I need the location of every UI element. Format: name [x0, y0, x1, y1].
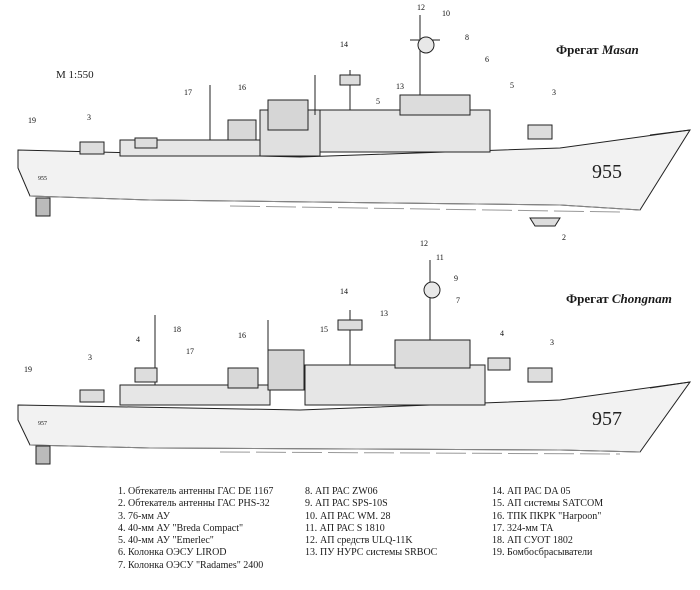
ship2-callout-4b: 4 — [136, 335, 140, 344]
ship1-radar-dome — [417, 36, 435, 54]
ship1-callout-3a: 3 — [552, 88, 556, 97]
ship1-harpoon — [227, 119, 257, 141]
ship2-bridge — [394, 339, 471, 369]
ship2-fwd-gun — [527, 367, 553, 383]
legend-item-11: 11. АП РАС S 1810 — [305, 522, 385, 534]
legend-item-13: 13. ПУ НУРС системы SRBOC — [305, 547, 438, 559]
ship1-callout-6: 6 — [485, 55, 489, 64]
ship1-bridge — [399, 94, 471, 116]
legend-item-16: 16. ТПК ПКРК "Harpoon" — [492, 510, 602, 522]
ship2-callout-14: 14 — [340, 287, 348, 296]
ship1-callout-3b: 3 — [87, 113, 91, 122]
ship2-drawing: 957 957 12 11 9 7 14 18 16 15 13 4 3 4 1… — [17, 240, 692, 465]
legend-item-18: 18. АП СУОТ 1802 — [492, 535, 573, 547]
ship2-callout-9: 9 — [454, 274, 458, 283]
legend-item-6: 6. Колонка ОЭСУ LIROD — [118, 547, 227, 559]
ship2-stern-number: 957 — [38, 421, 47, 427]
legend-item-9: 9. АП РАС SPS-10S — [305, 498, 388, 510]
legend-item-14: 14. АП РАС DA 05 — [492, 486, 571, 497]
ship2-callout-7: 7 — [456, 296, 460, 305]
ship1-title-prefix: Фрегат — [556, 42, 599, 57]
ship1-callout-10: 10 — [442, 9, 450, 18]
ship2-callout-11: 11 — [436, 253, 444, 262]
ship1-aft-gun — [79, 141, 105, 155]
legend-item-4: 4. 40-мм АУ "Breda Compact" — [118, 522, 244, 534]
ship1-fwd-gun — [527, 124, 553, 140]
ship1-callout-12: 12 — [417, 3, 425, 12]
ship2-callout-3b: 3 — [88, 353, 92, 362]
ship1-callout-2: 2 — [562, 233, 566, 242]
ship2-callout-12: 12 — [420, 240, 428, 248]
legend-item-2: 2. Обтекатель антенны ГАС PHS-32 — [118, 498, 270, 510]
ship2-radar-dome — [423, 281, 441, 299]
ship1-gun-mid — [134, 137, 158, 149]
ship2-title: Фрегат Chongnam — [566, 291, 672, 307]
ship2-callout-13: 13 — [380, 309, 388, 318]
ship2-superstructure-fwd — [304, 364, 486, 406]
ship1-callout-14: 14 — [340, 40, 348, 49]
ship2-propeller — [35, 445, 51, 465]
ship2-harpoon — [227, 367, 259, 389]
ship2-callout-19: 19 — [24, 365, 32, 374]
ship1-callout-8: 8 — [465, 33, 469, 42]
ship2-callout-17: 17 — [186, 347, 194, 356]
ship2-hull-number: 957 — [592, 408, 622, 430]
ship1-callout-5b: 5 — [376, 97, 380, 106]
ship1-callout-19: 19 — [28, 116, 36, 125]
ship1-callout-5: 5 — [510, 81, 514, 90]
ship2-title-prefix: Фрегат — [566, 291, 609, 306]
legend-item-12: 12. АП средств ULQ-11K — [305, 535, 413, 547]
ship2-callout-18: 18 — [173, 325, 181, 334]
legend-item-15: 15. АП системы SATCOM — [492, 498, 604, 510]
ship1-superstructure-fwd — [319, 109, 491, 153]
ship1-propeller — [35, 197, 51, 217]
legend-col2: 8. АП РАС ZW06 9. АП РАС SPS-10S 10. АП … — [305, 486, 437, 560]
legend-col1: 1. Обтекатель антенны ГАС DE 1167 2. Обт… — [118, 486, 273, 572]
legend-item-17: 17. 324-мм ТА — [492, 522, 554, 534]
ship2-callout-4a: 4 — [500, 329, 504, 338]
legend-col3: 14. АП РАС DA 05 15. АП системы SATCOM 1… — [492, 486, 603, 560]
ship2-funnel — [267, 349, 305, 391]
legend-item-19: 19. Бомбосбрасыватели — [492, 547, 593, 559]
ship2-aft-gun — [79, 389, 105, 403]
ship1-title: Фрегат Masan — [556, 42, 639, 58]
legend-item-7: 7. Колонка ОЭСУ "Radames" 2400 — [118, 559, 264, 571]
legend-item-8: 8. АП РАС ZW06 — [305, 486, 378, 497]
legend-item-1: 1. Обтекатель антенны ГАС DE 1167 — [118, 486, 274, 497]
ship2-callout-3a: 3 — [550, 338, 554, 347]
ship1-funnel — [267, 99, 309, 131]
ship1-title-name: Masan — [601, 42, 639, 57]
ship1-callout-16: 16 — [238, 83, 246, 92]
legend-item-10: 10. АП РАС WM. 28 — [305, 510, 391, 522]
ship1-stern-number: 955 — [38, 176, 47, 182]
ship1-sonar-dome — [529, 217, 561, 227]
ship2-gun-breda — [134, 367, 158, 383]
ship1-callout-17: 17 — [184, 88, 192, 97]
ship2-gun-mid — [487, 357, 511, 371]
ship2-superstructure-aft — [119, 384, 271, 406]
ship1-callout-13: 13 — [396, 82, 404, 91]
ship2-callout-15: 15 — [320, 325, 328, 334]
legend-item-5: 5. 40-мм АУ "Emerlec" — [118, 535, 214, 547]
ship2-callout-16: 16 — [238, 331, 246, 340]
ship2-title-name: Chongnam — [611, 291, 672, 306]
legend-item-3: 3. 76-мм АУ — [118, 510, 170, 522]
scale-label: М 1:550 — [56, 69, 94, 81]
ship1-drawing: 955 955 12 10 8 6 14 5 3 16 17 13 5 19 3… — [17, 3, 691, 242]
ship1-hull-number: 955 — [592, 161, 622, 183]
